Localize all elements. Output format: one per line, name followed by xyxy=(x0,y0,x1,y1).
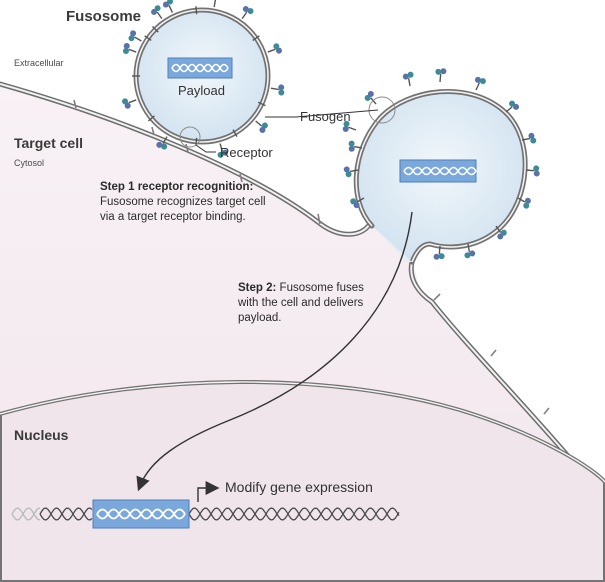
delivery-arrow xyxy=(136,211,413,492)
fusogen-protein xyxy=(364,90,377,105)
fusogen-protein xyxy=(350,197,365,209)
fusogen-protein xyxy=(433,245,445,260)
fusogen-protein xyxy=(122,42,137,54)
fusogen-highlight xyxy=(368,96,396,124)
fusogen-protein xyxy=(267,43,282,54)
fusogen-protein xyxy=(521,132,537,144)
fusogen-protein xyxy=(525,165,540,177)
step2-body: Fusosome fuses with the cell and deliver… xyxy=(238,282,364,324)
cytosol-label: Cytosol xyxy=(14,158,45,168)
step1-body: Fusosome recognizes target cell via a ta… xyxy=(100,196,266,223)
step2-text: Step 2: Fusosome fuses with the cell and… xyxy=(238,281,373,326)
fusogen-protein xyxy=(464,243,476,259)
fusogen-protein xyxy=(213,0,217,8)
fusogen-proteins-vesicle xyxy=(122,0,285,158)
extracellular-label: Extracellular xyxy=(14,58,64,68)
fusogen-label: Fusogen xyxy=(300,109,351,124)
fusogen-proteins-fusing xyxy=(342,68,540,260)
modify-gene-label: Modify gene expression xyxy=(225,479,373,495)
fusogen-protein xyxy=(128,30,142,42)
genomic-dna xyxy=(11,507,400,521)
fusogen-protein xyxy=(517,197,531,209)
step2-heading: Step 2: xyxy=(238,282,277,294)
fusosome-title: Fusosome xyxy=(66,8,142,25)
fusogen-protein xyxy=(217,143,229,158)
fusogen-protein xyxy=(343,166,359,178)
receptor-highlight xyxy=(179,126,201,148)
fusogen-protein xyxy=(122,98,137,109)
receptor-label: Receptor xyxy=(220,145,273,160)
step1-text: Step 1 receptor recognition: Fusosome re… xyxy=(100,180,270,225)
fusogen-protein xyxy=(435,68,447,83)
payload-box-fusing xyxy=(399,159,477,183)
payload-box-top xyxy=(167,57,233,79)
payload-label: Payload xyxy=(178,83,225,98)
fusogen-protein xyxy=(505,100,520,113)
fusogen-protein xyxy=(342,120,357,132)
step1-heading: Step 1 receptor recognition: xyxy=(100,181,254,193)
fusogen-protein xyxy=(151,5,163,20)
fusogen-protein xyxy=(241,6,254,20)
target-cell-title: Target cell xyxy=(14,135,83,151)
fusogen-protein xyxy=(402,71,414,87)
fusogen-protein xyxy=(495,225,507,240)
fusogen-protein xyxy=(255,120,268,133)
fusogen-leader xyxy=(265,109,379,118)
transcription-arrow xyxy=(197,481,220,502)
nucleus-title: Nucleus xyxy=(14,427,69,443)
fusogen-protein xyxy=(162,0,174,13)
payload-box-integrated xyxy=(92,499,190,529)
fusogen-protein xyxy=(474,76,486,91)
fusogen-protein xyxy=(348,140,363,152)
membrane-receptors xyxy=(73,99,550,415)
receptor-leader xyxy=(195,144,216,153)
fusogen-protein xyxy=(156,136,168,150)
fusogen-protein xyxy=(270,84,285,96)
